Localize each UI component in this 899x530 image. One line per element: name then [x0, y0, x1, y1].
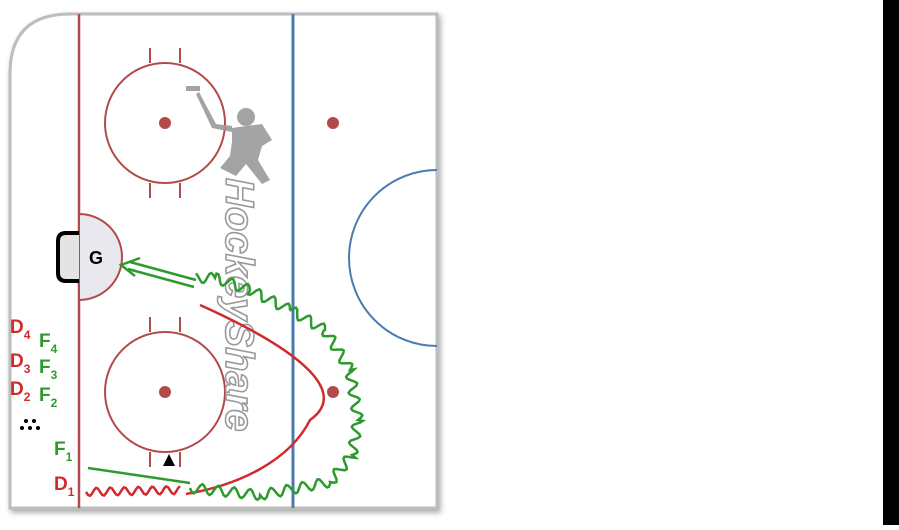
svg-text:F4: F4: [39, 331, 58, 356]
rink-surface: [8, 12, 439, 510]
player-d3-sub: 3: [24, 362, 31, 376]
player-d3: D3: [10, 351, 31, 376]
player-d2-letter: D: [10, 379, 24, 400]
player-f2-letter: F: [39, 385, 51, 406]
pass-arrow: [118, 256, 197, 289]
player-d1-sub: 1: [68, 485, 75, 499]
player-d2-sub: 2: [24, 390, 31, 404]
neutral-dot-top: [327, 117, 339, 129]
faceoff-dot-bottom: [159, 386, 171, 398]
player-f1-sub: 1: [66, 450, 73, 464]
faceoff-circle-bottom: [104, 317, 226, 467]
player-d1: D1: [54, 474, 75, 499]
right-edge-bar: [883, 0, 899, 525]
goal-crease: [78, 212, 123, 302]
svg-text:D2: D2: [10, 379, 31, 404]
player-f1: F1: [54, 439, 73, 464]
player-f3-sub: 3: [51, 368, 58, 382]
player-f2: F2: [39, 385, 58, 410]
watermark: HockeyShare: [217, 178, 261, 431]
player-d4-sub: 4: [24, 328, 31, 342]
player-f1-letter: F: [54, 439, 66, 460]
forward-carry-wave: [188, 271, 367, 502]
player-f4: F4: [39, 331, 58, 356]
svg-text:D3: D3: [10, 351, 31, 376]
player-d3-letter: D: [10, 351, 24, 372]
skater-silhouette-icon: [186, 86, 272, 184]
defense-carry-wave: [84, 484, 181, 498]
player-d4: D4: [10, 317, 31, 342]
goalie-label: G: [89, 248, 103, 268]
forward-skate-line: [87, 466, 191, 485]
goal-net: [56, 231, 79, 283]
player-f3-letter: F: [39, 357, 51, 378]
puck-cluster-icon: [20, 419, 40, 430]
player-f4-sub: 4: [51, 342, 58, 356]
player-d1-letter: D: [54, 474, 68, 495]
player-f3: F3: [39, 357, 58, 382]
player-d2: D2: [10, 379, 31, 404]
svg-text:D4: D4: [10, 317, 31, 342]
faceoff-circle-top: [104, 48, 226, 198]
svg-text:F2: F2: [39, 385, 58, 410]
svg-text:D1: D1: [54, 474, 75, 499]
defense-skate-path: [185, 303, 325, 496]
svg-text:F1: F1: [54, 439, 73, 464]
player-f4-letter: F: [39, 331, 51, 352]
faceoff-dot-top: [159, 117, 171, 129]
cone-icon: [163, 454, 175, 466]
player-d4-letter: D: [10, 317, 24, 338]
center-circle: [348, 169, 437, 347]
svg-text:F3: F3: [39, 357, 58, 382]
neutral-dot-bottom: [327, 386, 339, 398]
player-f2-sub: 2: [51, 396, 58, 410]
